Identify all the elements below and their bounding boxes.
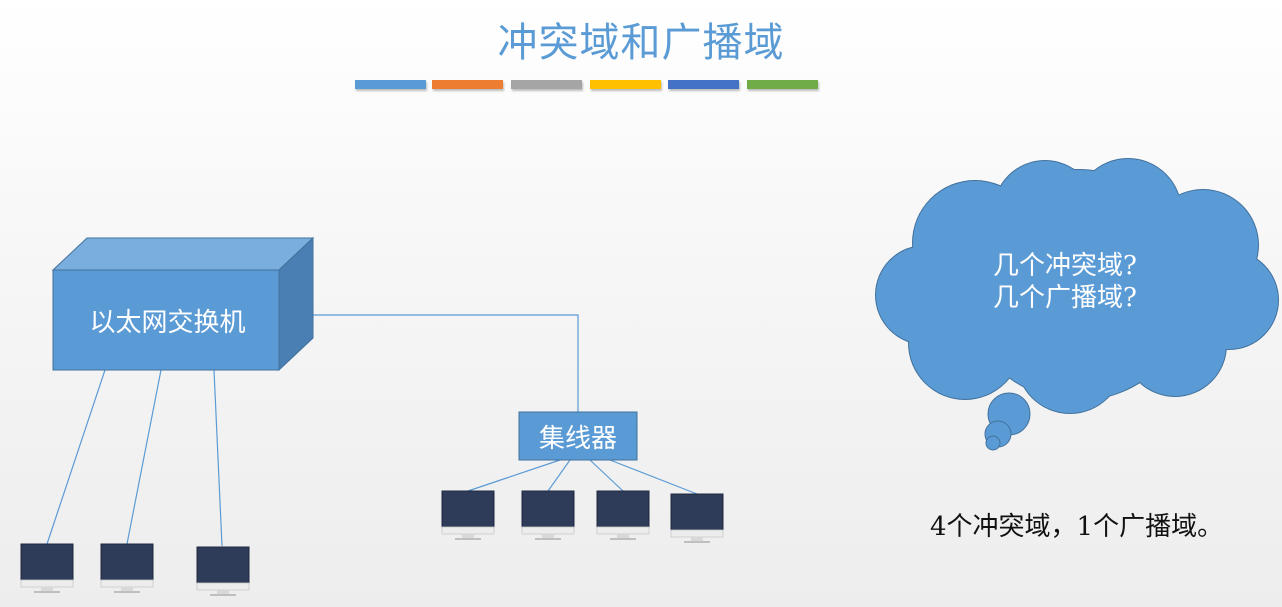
page-title: 冲突域和广播域 xyxy=(497,20,785,66)
question-broadcast-domains: 几个广播域? xyxy=(993,283,1137,313)
switch-pc-links xyxy=(46,369,223,547)
computer-icon xyxy=(100,543,154,594)
switch-label: 以太网交换机 xyxy=(89,308,246,338)
hub-pc-links xyxy=(467,459,698,495)
answer-text: 4个冲突域，1个广播域。 xyxy=(930,512,1224,542)
computer-icon xyxy=(441,490,495,541)
computer-icon xyxy=(596,490,650,541)
question-collision-domains: 几个冲突域? xyxy=(993,251,1137,281)
thought-cloud-icon xyxy=(875,158,1279,451)
computer-icon xyxy=(521,490,575,541)
accent-bar-darkblue xyxy=(668,80,739,89)
accent-bar-gray xyxy=(511,80,582,89)
accent-bar-yellow xyxy=(590,80,661,89)
hub-label: 集线器 xyxy=(538,424,617,454)
computer-icon xyxy=(20,543,74,594)
accent-bar-blue xyxy=(355,80,426,89)
thought-bubble-text: 几个冲突域? 几个广播域? xyxy=(900,250,1230,314)
accent-bar-orange xyxy=(432,80,503,89)
switch-to-hub-link xyxy=(313,314,579,412)
computer-icon xyxy=(670,493,724,544)
hub-box xyxy=(518,411,638,461)
computer-icon xyxy=(196,546,250,597)
ethernet-switch xyxy=(51,236,315,372)
accent-bar-green xyxy=(747,80,818,89)
